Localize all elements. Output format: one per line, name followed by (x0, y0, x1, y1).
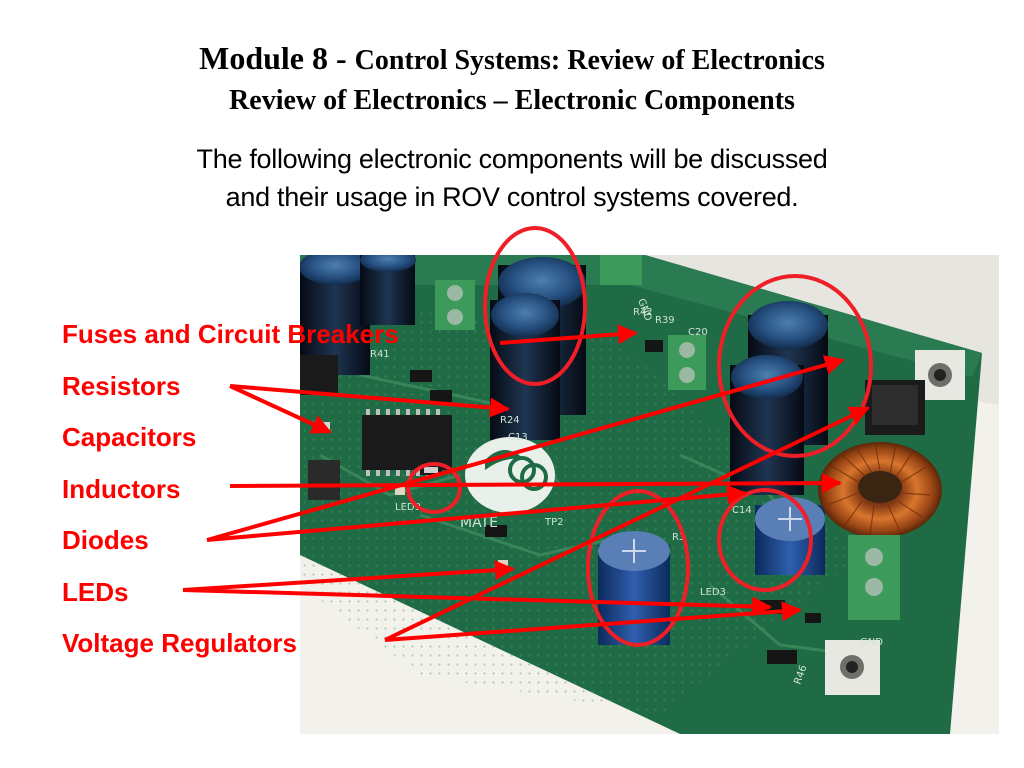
label-r42: R42 (633, 307, 653, 318)
capacitor-blue-bottom (598, 531, 670, 645)
title-rest: Control Systems: Review of Electronics (354, 45, 825, 76)
slide-title: Module 8 - Control Systems: Review of El… (0, 40, 1024, 83)
intro-line-2: and their usage in ROV control systems c… (225, 182, 799, 212)
mounting-hole-bottom (825, 640, 880, 695)
component-list: Fuses and Circuit Breakers Resistors Cap… (62, 312, 399, 673)
label-r3: R3 (672, 532, 685, 543)
mounting-hole-top (915, 350, 965, 400)
intro-text: The following electronic components will… (0, 140, 1024, 216)
list-item-inductors: Inductors (62, 473, 181, 504)
voltage-regulator (865, 380, 925, 435)
label-c14: C14 (732, 505, 752, 516)
label-c13: C13 (508, 432, 528, 443)
intro-line-1: The following electronic components will… (196, 144, 828, 174)
label-led9: LED9 (395, 502, 421, 513)
terminal-block-top (435, 280, 475, 330)
title-module: Module 8 - (199, 40, 355, 76)
capacitor-blue-right (755, 497, 825, 575)
list-item-fuses: Fuses and Circuit Breakers (62, 319, 399, 349)
label-tp2: TP2 (544, 517, 564, 528)
list-item-diodes: Diodes (62, 525, 149, 555)
label-r41: R41 (370, 349, 390, 360)
label-mate: MATE (460, 515, 498, 531)
list-item-leds: LEDs (62, 576, 129, 607)
list-item-resistors: Resistors (62, 370, 181, 401)
label-c20: C20 (688, 327, 708, 338)
pcb-photo: GND GND MATE TP2 LED9 C14 C20 C13 R42 R3… (300, 255, 999, 734)
label-r24: R24 (500, 415, 520, 426)
list-item-voltage-regulators: Voltage Regulators (62, 628, 298, 658)
mate-logo (465, 437, 555, 513)
inductor-toroid (818, 442, 942, 538)
terminal-block-top-right (600, 255, 642, 285)
capacitor-circled-top (490, 257, 586, 440)
capacitor-top-left-2 (360, 255, 416, 325)
terminal-block-right (848, 535, 900, 620)
label-r39: R39 (655, 315, 675, 326)
label-led3: LED3 (700, 587, 726, 598)
list-item-capacitors: Capacitors (62, 422, 197, 452)
slide-subtitle: Review of Electronics – Electronic Compo… (229, 85, 795, 116)
label-gnd-bottom: GND (860, 637, 883, 648)
resistor-smd (420, 465, 442, 475)
terminal-block-mid (668, 335, 706, 390)
